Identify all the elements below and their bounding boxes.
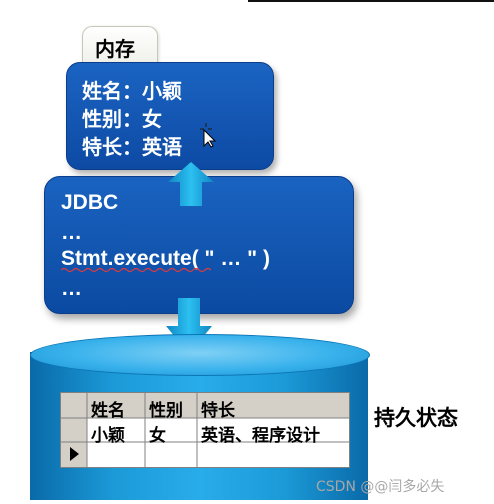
memory-line-name: 姓名：小颖 xyxy=(82,79,182,103)
persistent-state-label: 持久状态 xyxy=(374,406,458,430)
mouse-cursor-icon xyxy=(200,123,216,148)
memory-line-specialty: 特长：英语 xyxy=(82,135,182,159)
memory-tab-label: 内存 xyxy=(95,37,135,61)
table-cell-specialty: 英语、程序设计 xyxy=(201,426,320,446)
jdbc-ellipsis-2: … xyxy=(61,277,82,300)
table-cell-name: 小颖 xyxy=(91,426,125,446)
table-cell-gender: 女 xyxy=(149,426,166,446)
watermark: CSDN @@闫多必失 xyxy=(316,479,445,495)
spellcheck-underline xyxy=(61,267,211,273)
table-header-gender: 性别 xyxy=(149,401,183,421)
table-header-name: 姓名 xyxy=(91,401,125,421)
top-border-line xyxy=(248,0,494,2)
jdbc-ellipsis-1: … xyxy=(61,221,82,244)
table-header-specialty: 特长 xyxy=(201,401,235,421)
table-grid xyxy=(61,393,349,467)
memory-tab: 内存 xyxy=(82,26,158,67)
memory-box: 姓名：小颖 性别：女 特长：英语 xyxy=(66,62,274,170)
jdbc-statement: Stmt.execute( " … " ) xyxy=(61,247,270,270)
arrow-up-icon xyxy=(168,162,214,206)
jdbc-title: JDBC xyxy=(61,191,119,214)
database-cylinder-top xyxy=(30,334,370,376)
memory-line-gender: 性别：女 xyxy=(82,107,162,131)
database-table: 姓名 性别 特长 小颖 女 英语、程序设计 xyxy=(60,392,350,468)
